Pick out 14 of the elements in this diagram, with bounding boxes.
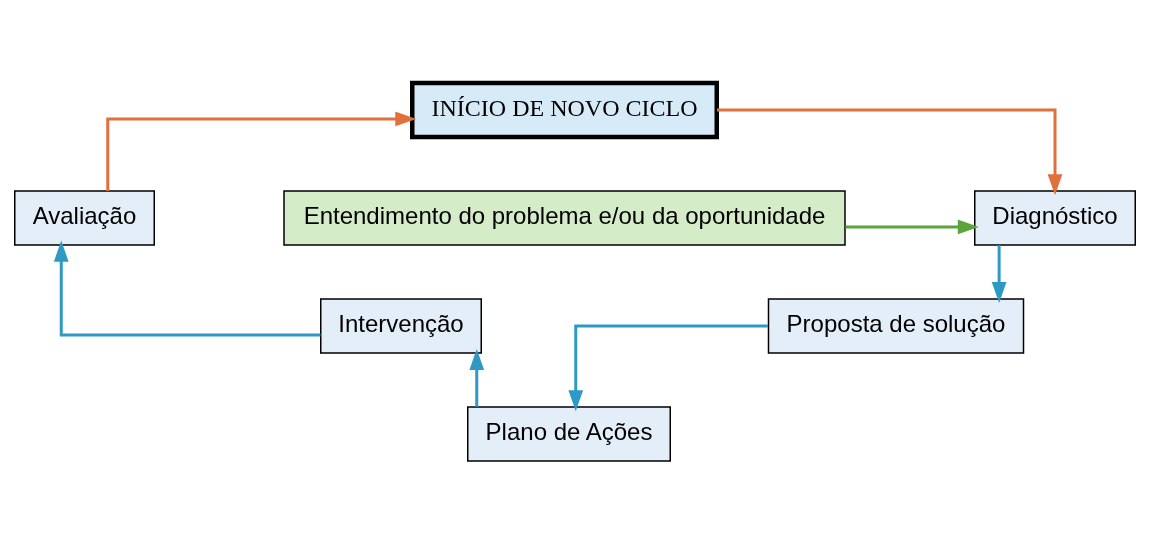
arrow (469, 348, 485, 407)
node-box: Intervenção (320, 297, 482, 354)
arrow (568, 324, 769, 411)
arrow (991, 244, 1007, 303)
arrow (717, 108, 1063, 195)
arrow (106, 111, 417, 191)
arrow (845, 219, 979, 234)
arrow (53, 240, 321, 336)
node-box: Plano de Ações (467, 405, 671, 462)
node-box: Diagnóstico (974, 189, 1136, 246)
node-box: Entendimento do problema e/ou da oportunidade (283, 189, 846, 246)
node-box: INÍCIO DE NOVO CICLO (410, 80, 719, 139)
node-box: Avaliação (14, 189, 155, 246)
node-box: Proposta de solução (767, 297, 1025, 354)
